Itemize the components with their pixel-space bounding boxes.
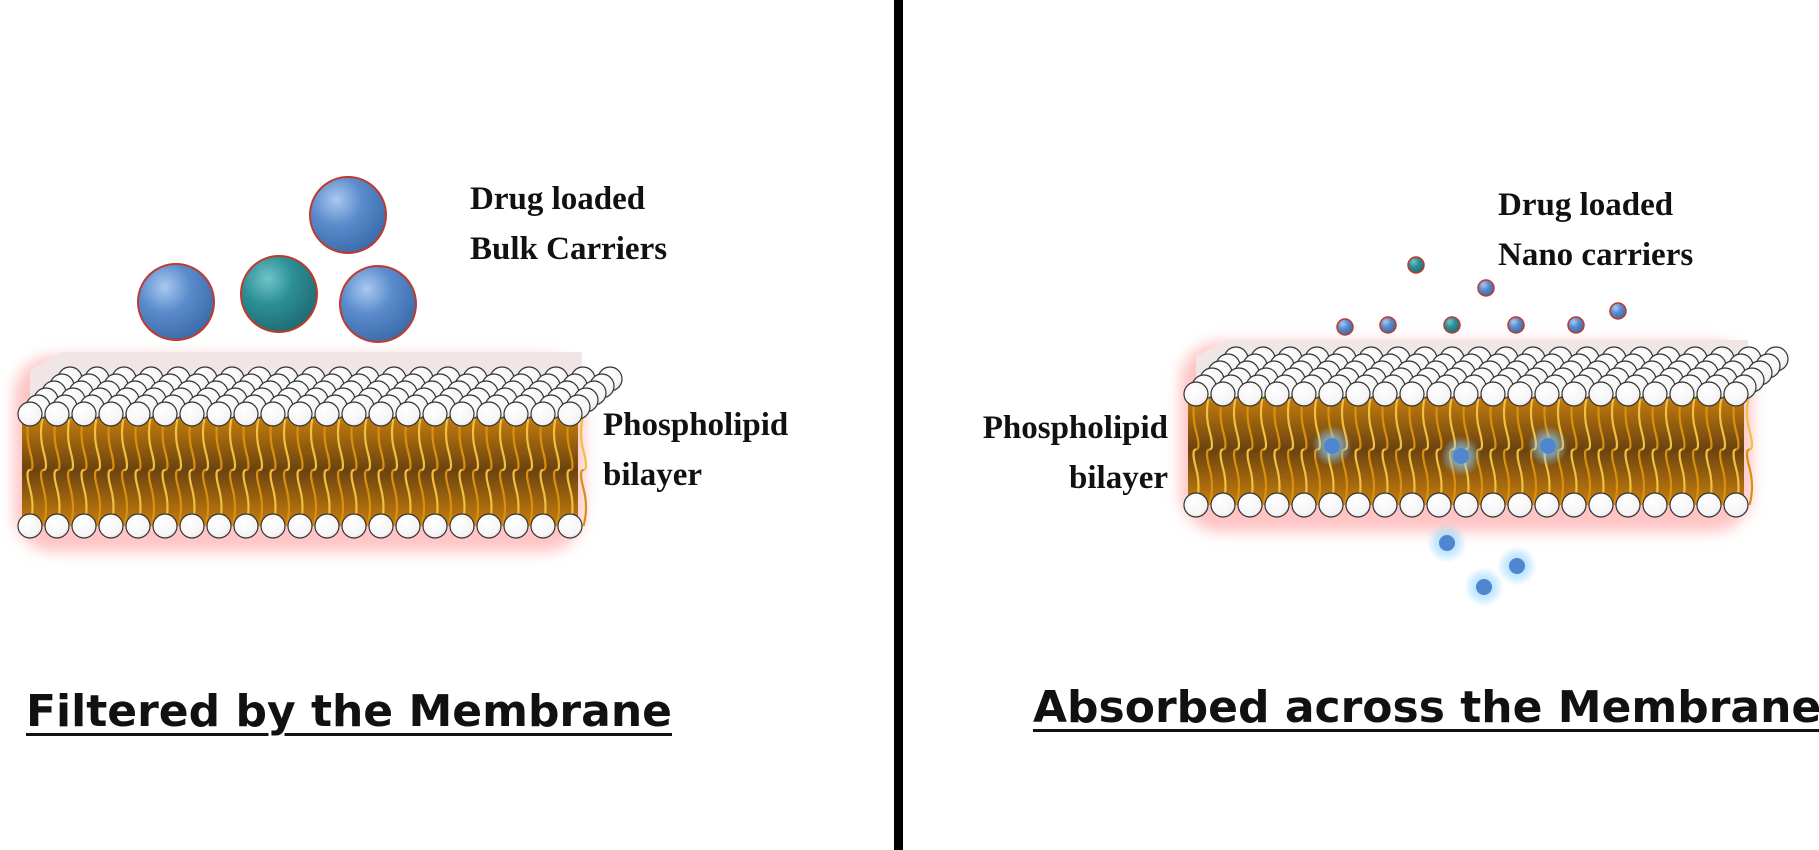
absorbed-drug-3 (1540, 438, 1556, 454)
phospholipid-bilayer-left (14, 352, 623, 552)
nano-carrier-6 (1507, 316, 1525, 334)
bulk-carriers-label: Drug loaded Bulk Carriers (470, 181, 668, 267)
absorbed-drug-5 (1509, 558, 1525, 574)
nano-carrier-7 (1567, 316, 1585, 334)
nano-carrier-1 (1407, 256, 1425, 274)
absorbed-drug-6 (1476, 579, 1492, 595)
bulk-carrier-2 (137, 263, 215, 341)
absorbed-drug-2 (1453, 448, 1469, 464)
panel-divider (894, 0, 903, 850)
nano-carriers (1336, 256, 1627, 336)
absorbed-drug-4 (1439, 535, 1455, 551)
nano-carrier-8 (1609, 302, 1627, 320)
bulk-carrier-3 (240, 255, 318, 333)
nano-carrier-2 (1477, 279, 1495, 297)
nano-carrier-5 (1443, 316, 1461, 334)
absorbed-drug-particles (1312, 426, 1568, 607)
bulk-carrier-1 (309, 176, 387, 254)
nano-carrier-3 (1336, 318, 1354, 336)
bulk-carrier-4 (339, 265, 417, 343)
nano-carriers-label: Drug loaded Nano carriers (1498, 187, 1694, 273)
right-membrane-label: Phospholipid bilayer (982, 410, 1168, 496)
bulk-carriers (137, 176, 417, 343)
nano-carrier-4 (1379, 316, 1397, 334)
phospholipid-bilayer-right (1180, 340, 1789, 532)
left-membrane-label: Phospholipid bilayer (603, 407, 789, 493)
absorbed-drug-1 (1324, 438, 1340, 454)
left-caption: Filtered by the Membrane (26, 686, 672, 737)
right-caption: Absorbed across the Membrane (1033, 682, 1819, 733)
